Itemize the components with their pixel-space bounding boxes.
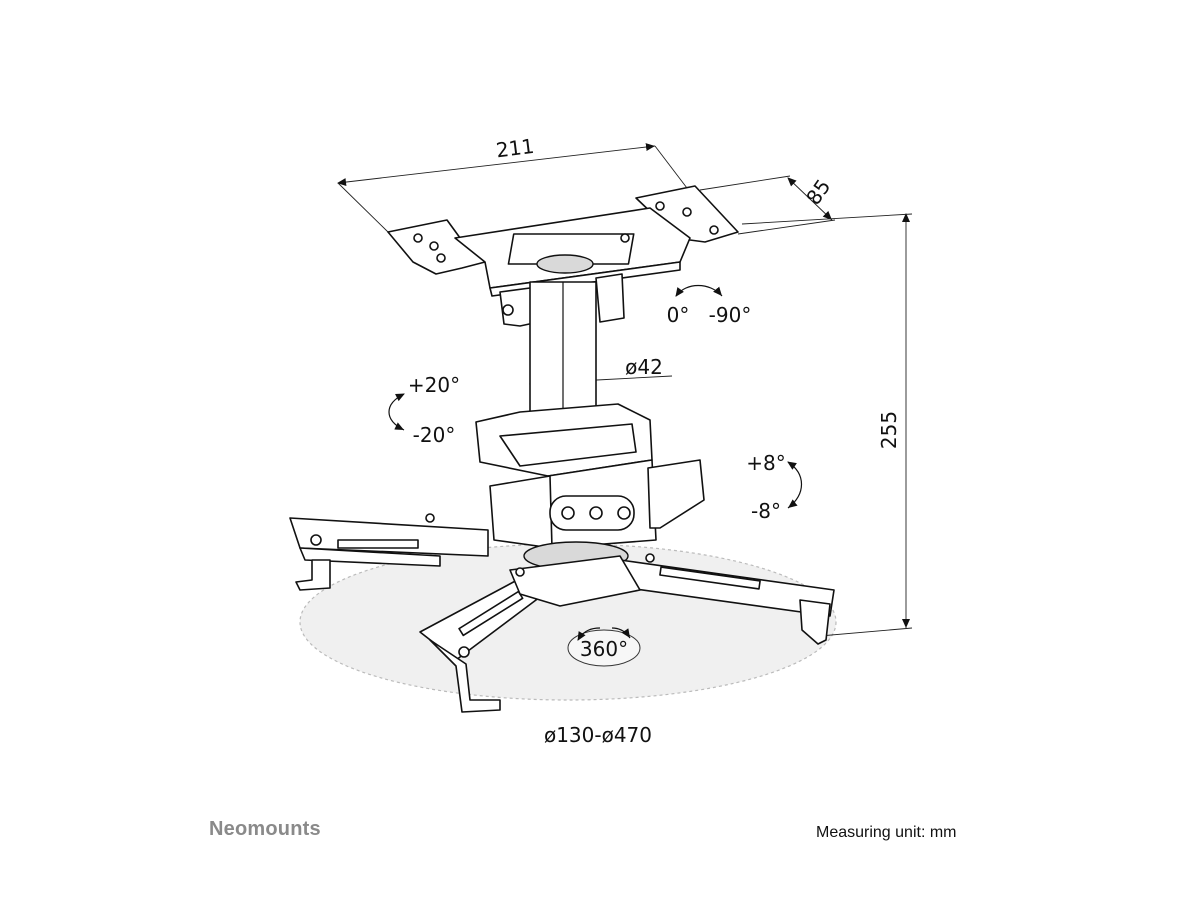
pole-diameter-label: ø42 bbox=[625, 355, 663, 379]
universal-arms bbox=[289, 513, 835, 713]
height-label: 255 bbox=[877, 411, 901, 449]
roll-minus8-label: -8° bbox=[751, 499, 781, 523]
depth-label: 85 bbox=[801, 175, 835, 210]
swivel-0-label: 0° bbox=[667, 303, 690, 327]
rotation-360-label: 360° bbox=[580, 637, 628, 661]
depth-dimension bbox=[699, 175, 836, 235]
ceiling-plate bbox=[387, 185, 739, 297]
width-label: 211 bbox=[495, 134, 536, 162]
tilt-arrow bbox=[388, 393, 405, 431]
swivel-arrow bbox=[675, 284, 723, 297]
tilt-head bbox=[475, 403, 705, 571]
roll-plus8-label: +8° bbox=[746, 451, 785, 475]
arm-span-label: ø130-ø470 bbox=[544, 723, 652, 747]
measuring-unit-note: Measuring unit: mm bbox=[816, 824, 957, 841]
swivel-minus90-label: -90° bbox=[709, 303, 752, 327]
width-dimension bbox=[337, 143, 691, 233]
roll-arrow bbox=[787, 461, 802, 509]
rotation-badge bbox=[567, 627, 641, 667]
tilt-minus20-label: -20° bbox=[413, 423, 456, 447]
tilt-plus20-label: +20° bbox=[408, 373, 460, 397]
brand-logo: Neomounts bbox=[209, 818, 321, 840]
height-dimension bbox=[741, 213, 913, 637]
